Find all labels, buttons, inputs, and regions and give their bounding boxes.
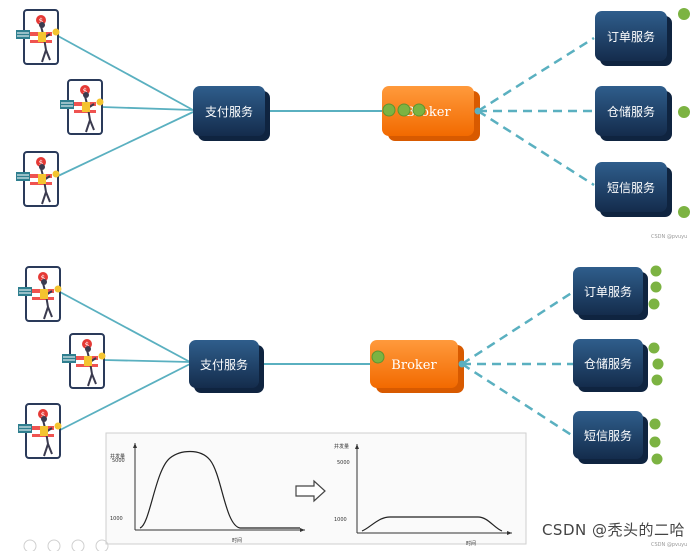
top-broker-to-service-lines <box>477 36 595 187</box>
top-payment-service-box: 支付服务 <box>193 86 270 141</box>
bottom-order-service-label: 订单服务 <box>584 284 632 299</box>
top-broker-port <box>474 107 482 115</box>
top-order-service-box: 订单服务 <box>595 11 672 66</box>
bottom-storage-service-box: 仓储服务 <box>573 339 648 392</box>
left-chart-xlabel: 时间 <box>232 537 242 544</box>
bottom-broker-to-service-lines <box>461 290 574 438</box>
right-chart-xlabel: 时间 <box>466 540 476 547</box>
share-icon-2 <box>47 539 61 551</box>
right-chart-y-low: 1000 <box>334 517 347 523</box>
right-chart-y-high: 5000 <box>337 460 350 466</box>
bottom-order-service-box: 订单服务 <box>573 267 648 320</box>
bottom-payment-service-box: 支付服务 <box>189 340 264 393</box>
share-icons <box>23 539 109 551</box>
bottom-order-dots <box>648 265 662 310</box>
top-diagram: 支付服务 Broker 订单服务 仓储服务 短信服务 <box>15 8 690 218</box>
bottom-client-lines <box>59 291 191 431</box>
bottom-storage-dots <box>648 342 664 386</box>
right-chart-ylabel: 并发量 <box>334 443 349 450</box>
bottom-broker-label: Broker <box>391 358 437 373</box>
share-icon-3 <box>71 539 85 551</box>
share-icon-1 <box>23 539 37 551</box>
bottom-client-phone-1 <box>17 266 63 322</box>
top-client-lines <box>57 35 194 177</box>
top-storage-dot <box>678 106 690 118</box>
right-chart-y-arrow <box>355 444 359 449</box>
top-payment-label: 支付服务 <box>205 104 253 119</box>
top-sms-dot <box>678 206 690 218</box>
bottom-client-phone-2 <box>61 333 107 389</box>
bottom-diagram: 支付服务 Broker 订单服务 仓储服务 短信服务 <box>17 265 664 465</box>
top-sms-service-label: 短信服务 <box>607 180 655 195</box>
top-message-dot-2 <box>397 103 411 117</box>
top-order-service-label: 订单服务 <box>607 29 655 44</box>
left-chart-traffic-spike <box>139 450 300 529</box>
bottom-client-phone-3 <box>17 403 63 459</box>
left-chart: 并发量 5000 1000 时间 <box>110 443 305 544</box>
top-broker-label: Broker <box>405 105 451 120</box>
csdn-watermark: CSDN @秃头的二哈 <box>541 521 685 539</box>
top-broker-box: Broker <box>382 86 482 141</box>
top-message-dot-3 <box>412 103 426 117</box>
top-message-dot-1 <box>382 103 396 117</box>
left-chart-y-low: 1000 <box>110 516 123 522</box>
transform-arrow-icon <box>295 479 326 503</box>
chart-panel: 并发量 5000 1000 时间 并发量 5000 1000 时间 <box>105 432 527 547</box>
left-chart-y-high: 5000 <box>112 458 125 464</box>
bottom-storage-service-label: 仓储服务 <box>584 356 632 371</box>
top-order-dot <box>678 8 690 20</box>
bottom-broker-port <box>458 360 466 368</box>
top-client-phone-1 <box>15 9 61 65</box>
left-chart-ylabel: 并发量 <box>110 453 125 460</box>
top-sms-service-box: 短信服务 <box>595 162 672 217</box>
bottom-credit: CSDN @pvuyu <box>651 542 688 548</box>
left-chart-x-arrow <box>300 528 305 532</box>
top-credit: CSDN @pvuyu <box>651 234 688 240</box>
right-chart: 并发量 5000 1000 时间 <box>334 443 512 547</box>
right-chart-smoothed-traffic <box>361 516 503 532</box>
top-storage-service-label: 仓储服务 <box>607 104 655 119</box>
share-icon-4 <box>95 539 109 551</box>
left-chart-y-arrow <box>133 443 137 448</box>
right-chart-x-arrow <box>507 531 512 535</box>
bottom-payment-label: 支付服务 <box>200 357 248 372</box>
bottom-broker-box: Broker <box>370 340 466 393</box>
bottom-message-dot <box>371 350 385 364</box>
bottom-sms-service-box: 短信服务 <box>573 411 648 464</box>
top-storage-service-box: 仓储服务 <box>595 86 672 141</box>
top-client-phone-3 <box>15 151 61 207</box>
bottom-sms-service-label: 短信服务 <box>584 428 632 443</box>
top-client-phone-2 <box>59 79 105 135</box>
bottom-sms-dots <box>649 418 663 465</box>
